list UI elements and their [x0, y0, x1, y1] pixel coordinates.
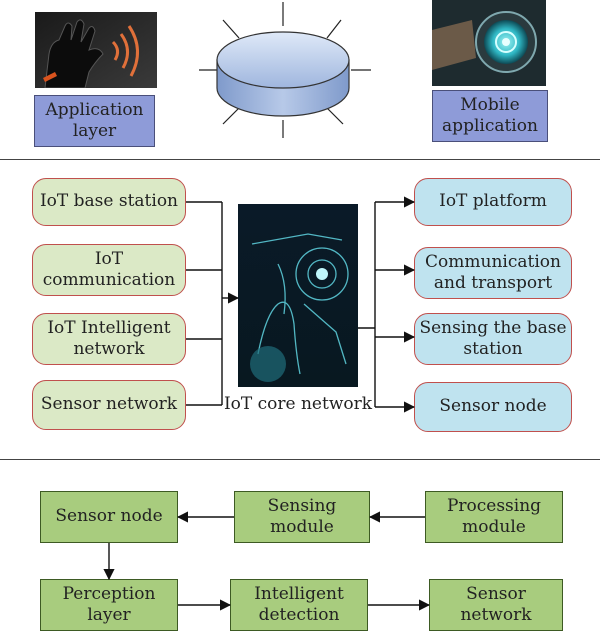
mobile-application-label: Mobile application — [432, 90, 548, 142]
sensing-base-station-box: Sensing the base station — [414, 313, 572, 365]
iot-communication-box: IoT communication — [32, 244, 186, 296]
iot-platform-box: IoT platform — [414, 178, 572, 226]
divider-top — [0, 159, 600, 160]
application-layer-label: Application layer — [34, 95, 155, 147]
sensing-module-block: Sensing module — [234, 491, 370, 543]
iot-intelligent-network-box: IoT Intelligent network — [32, 313, 186, 365]
divider-bottom — [0, 459, 600, 460]
sensor-node-box: Sensor node — [414, 382, 572, 432]
perception-layer-block: Perception layer — [40, 579, 178, 631]
database-disc-icon — [195, 0, 375, 140]
iot-base-station-box: IoT base station — [32, 178, 186, 226]
core-network-image — [238, 204, 358, 387]
sensor-node-block: Sensor node — [40, 491, 178, 543]
intelligent-detection-block: Intelligent detection — [230, 579, 368, 631]
smartwatch-icon — [432, 0, 546, 86]
processing-module-block: Processing module — [425, 491, 563, 543]
core-network-label: IoT core network — [223, 394, 373, 415]
sensor-network-box: Sensor network — [32, 380, 186, 430]
glove-gesture-icon — [35, 12, 157, 89]
